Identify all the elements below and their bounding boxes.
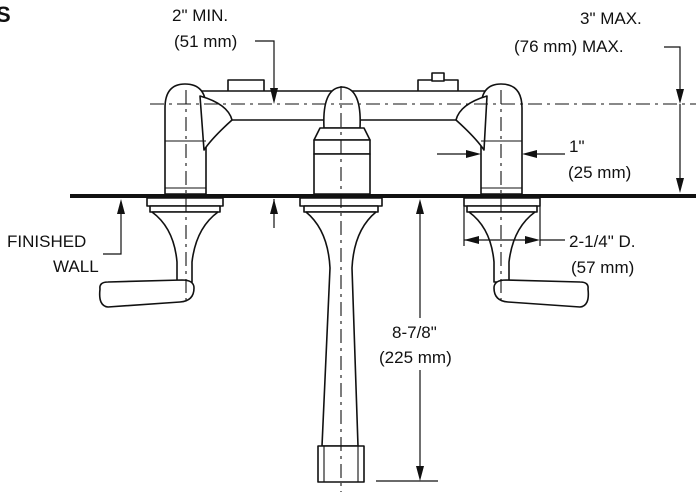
riser-diameter-mm-label: (25 mm) <box>568 163 631 182</box>
center-collar-top <box>313 127 371 141</box>
spout-length-label: 8-7/8" <box>392 323 437 342</box>
riser-diameter-label: 1" <box>569 137 585 156</box>
right-riser-wing <box>455 95 488 151</box>
flange-diameter-label: 2-1/4" D. <box>569 232 636 251</box>
flange-diameter-mm-label: (57 mm) <box>571 258 634 277</box>
left-lever <box>98 279 195 308</box>
finished-wall-callout <box>103 199 125 255</box>
dimension-flange-diameter <box>463 206 565 246</box>
finished-wall-line <box>70 194 696 198</box>
right-lever <box>493 279 590 308</box>
left-riser-wing <box>199 95 233 151</box>
dimension-max-height <box>664 46 684 193</box>
dimension-spout-length <box>376 199 438 482</box>
header-letter: S <box>0 2 11 27</box>
dimension-min-height <box>255 40 278 228</box>
upper-valve-body <box>164 72 523 195</box>
min-height-mm-label: (51 mm) <box>174 32 237 51</box>
finished-wall-label-2: WALL <box>53 257 99 276</box>
center-dome <box>323 86 361 129</box>
finished-wall-label-1: FINISHED <box>7 232 86 251</box>
max-height-mm-label: (76 mm) MAX. <box>514 37 624 56</box>
center-collar-mid <box>313 139 371 155</box>
dimension-riser-diameter <box>437 150 565 158</box>
left-handle-assembly <box>98 197 224 308</box>
max-height-label: 3" MAX. <box>580 9 642 28</box>
right-top-knob <box>431 72 445 82</box>
min-height-label: 2" MIN. <box>172 6 228 25</box>
right-handle-assembly <box>463 197 590 308</box>
spout-length-mm-label: (225 mm) <box>379 348 452 367</box>
center-base-block <box>313 153 371 195</box>
